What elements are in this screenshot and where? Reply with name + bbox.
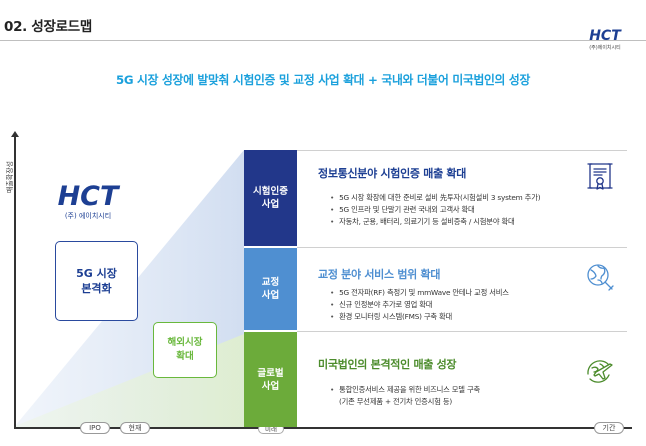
- section-2-title: 교정 분야 서비스 범위 확대: [318, 268, 441, 281]
- logo-large-sub: (주) 에이치시티: [64, 212, 112, 220]
- row-separator-top: [297, 150, 627, 151]
- globe-icon: [587, 264, 614, 291]
- section-1-bullets: 5G 시장 확장에 대한 준비로 설비 先투자(시험설비 3 system 추가…: [330, 192, 540, 228]
- box-overseas-line-1: 해외시장: [167, 337, 203, 348]
- y-axis-label: 매출확장성: [6, 160, 14, 194]
- category-testing-certification: 시험인증 사업: [244, 150, 297, 246]
- category-2-line-2: 사업: [261, 290, 280, 301]
- box-5g-market: 5G 시장 본격화: [55, 241, 138, 321]
- list-item: 자동차, 군용, 배터리, 의료기기 등 설비증축 / 시험분야 확대: [330, 216, 540, 228]
- list-item: 5G 인프라 및 단말기 관련 국내외 고객사 확대: [330, 204, 540, 216]
- list-item: 통합인증서비스 제공을 위한 비즈니스 모델 구축: [330, 384, 480, 396]
- list-item: (기존 무선제품 + 전기차 인증시험 등): [339, 397, 452, 406]
- row-separator-2: [297, 331, 627, 332]
- logo-sub: (주)에이치시티: [589, 45, 621, 51]
- tick-now: 현재: [120, 422, 150, 434]
- logo-large-text: HCT: [58, 181, 121, 210]
- tick-ipo: IPO: [80, 422, 110, 434]
- section-2-bullets: 5G 전자파(RF) 측정기 및 mmWave 안테나 교정 서비스 신규 인정…: [330, 287, 509, 323]
- certificate-icon: [587, 163, 613, 190]
- category-3-line-2: 사업: [261, 380, 280, 392]
- box-5g-line-2: 본격화: [81, 282, 112, 295]
- hct-logo-large-mark: HCT: [58, 181, 121, 212]
- box-overseas-market: 해외시장 확대: [153, 322, 217, 378]
- hct-logo-mark: HCT: [589, 28, 622, 42]
- category-3-line-1: 글로벌: [257, 367, 284, 379]
- category-calibration: 교정 사업: [244, 248, 297, 330]
- category-global: 글로벌 사업: [244, 332, 297, 427]
- list-item: 5G 전자파(RF) 측정기 및 mmWave 안테나 교정 서비스: [330, 287, 509, 299]
- logo-text: HCT: [589, 28, 622, 42]
- row-separator-1: [297, 247, 627, 248]
- list-item: 신규 인정분야 추가로 영업 확대: [330, 299, 509, 311]
- list-item: 환경 모니터링 시스템(FMS) 구축 확대: [330, 311, 509, 323]
- x-axis: [14, 427, 632, 429]
- y-axis-arrow: [11, 131, 19, 137]
- category-2-line-1: 교정: [261, 277, 280, 288]
- hct-logo-large: HCT (주) 에이치시티: [42, 180, 134, 220]
- header-rule: [0, 40, 646, 41]
- section-3-title: 미국법인의 본격적인 매출 성장: [318, 358, 457, 371]
- box-5g-line-1: 5G 시장: [76, 267, 117, 280]
- category-1-line-2: 사업: [261, 199, 280, 210]
- section-1-title: 정보통신분야 시험인증 매출 확대: [318, 167, 467, 180]
- section-3-bullets: 통합인증서비스 제공을 위한 비즈니스 모델 구축 (기존 무선제품 + 전기차…: [330, 384, 480, 408]
- box-overseas-line-2: 확대: [176, 351, 194, 362]
- headline: 5G 시장 성장에 발맞춰 시험인증 및 교정 사업 확대 + 국내와 더불어 …: [115, 73, 531, 87]
- tick-time: 기간: [594, 422, 624, 434]
- list-item: 5G 시장 확장에 대한 준비로 설비 先투자(시험설비 3 system 추가…: [330, 192, 540, 204]
- page-title: 02. 성장로드맵: [4, 19, 93, 35]
- airplane-globe-icon: [587, 360, 613, 383]
- category-1-line-1: 시험인증: [253, 186, 288, 197]
- y-axis: [14, 135, 16, 427]
- hct-logo-top: HCT (주)에이치시티: [580, 28, 630, 52]
